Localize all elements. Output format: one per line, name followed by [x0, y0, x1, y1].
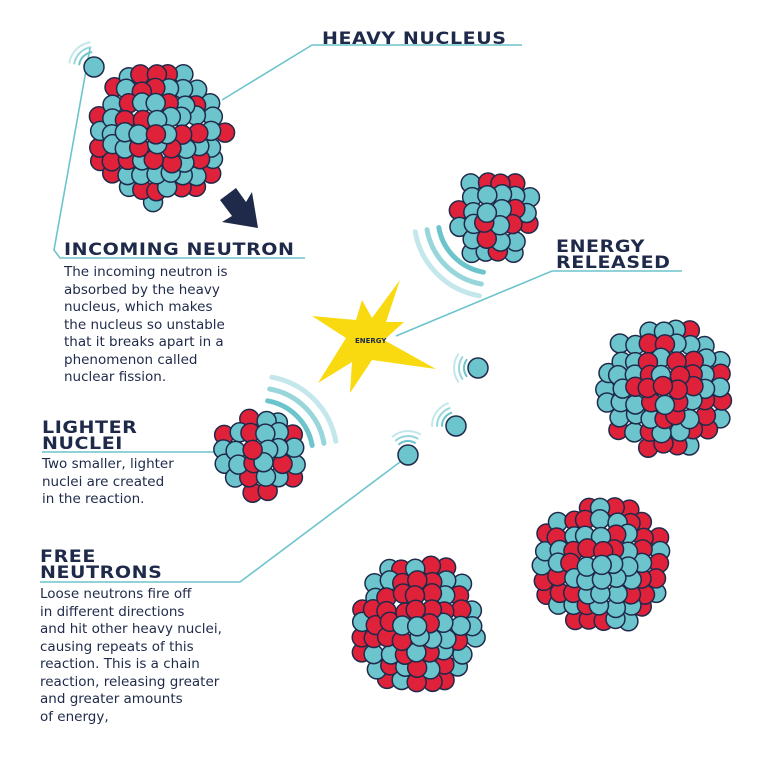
proton [652, 375, 674, 397]
motion-arc [458, 356, 464, 380]
motion-arc [436, 225, 486, 275]
motion-arc [391, 430, 421, 438]
free-neutrons-title: FREE NEUTRONS [40, 547, 163, 583]
motion-arc [441, 411, 453, 427]
nucleus-motion [265, 374, 339, 448]
heavy-nucleus-right [595, 319, 733, 458]
lighter-nucleus-top [448, 172, 541, 264]
motion-arc [394, 435, 419, 442]
incoming-neutron-motion [68, 41, 93, 66]
neutron [477, 184, 498, 206]
neutron [476, 202, 498, 224]
lighter-nucleus-left [213, 408, 306, 503]
motion-arc [412, 229, 482, 299]
motion-arc [431, 402, 449, 427]
free-neutron [445, 415, 467, 437]
proton [145, 124, 167, 145]
energy-released-title: ENERGY RELEASED [556, 237, 671, 273]
incoming-neutron-title: INCOMING NEUTRON [64, 240, 295, 260]
leader-free-neutrons [40, 455, 409, 583]
free-neutron [467, 357, 489, 379]
incoming-neutron [83, 56, 105, 78]
nucleus-motion [412, 225, 486, 299]
free-neutron-motion [453, 353, 468, 383]
proton [242, 439, 263, 461]
motion-arc [269, 374, 339, 444]
heavy-nucleus-title: HEAVY NUCLEUS [322, 29, 507, 49]
neutron [128, 124, 149, 145]
motion-arc [68, 41, 91, 64]
neutron [589, 508, 611, 530]
heavy-nucleus-bottom-right [531, 497, 671, 632]
motion-arc [398, 440, 416, 446]
motion-arc [453, 353, 460, 383]
heavy-nucleus [88, 63, 236, 213]
lighter-nuclei-title: LIGHTER NUCLEI [42, 418, 138, 454]
neutron [145, 92, 166, 114]
energy-burst [312, 280, 436, 393]
direction-arrow-icon [220, 188, 258, 228]
free-neutron [397, 444, 419, 466]
lighter-nuclei-text: Two smaller, lighter nuclei are created … [42, 456, 174, 507]
neutron [591, 554, 612, 576]
motion-arc [424, 227, 484, 287]
motion-arc [436, 407, 451, 427]
motion-arc [463, 358, 468, 378]
leader-heavy-nucleus [221, 44, 522, 101]
heavy-nucleus-bottom [351, 555, 486, 693]
leader-energy-released [395, 270, 682, 337]
motion-arc [267, 386, 327, 446]
neutron [406, 616, 428, 637]
energy-burst-label: ENERGY [355, 337, 387, 345]
free-neutron-motion [431, 402, 453, 427]
motion-arc [73, 46, 92, 65]
free-neutrons-text: Loose neutrons fire off in different dir… [40, 586, 222, 725]
leader-incoming-neutron [53, 47, 305, 259]
incoming-neutron-text: The incoming neutron is absorbed by the … [64, 264, 228, 385]
motion-arc [78, 51, 93, 66]
free-neutron-motion [391, 430, 421, 446]
motion-arc [265, 398, 315, 448]
neutron [654, 394, 676, 416]
